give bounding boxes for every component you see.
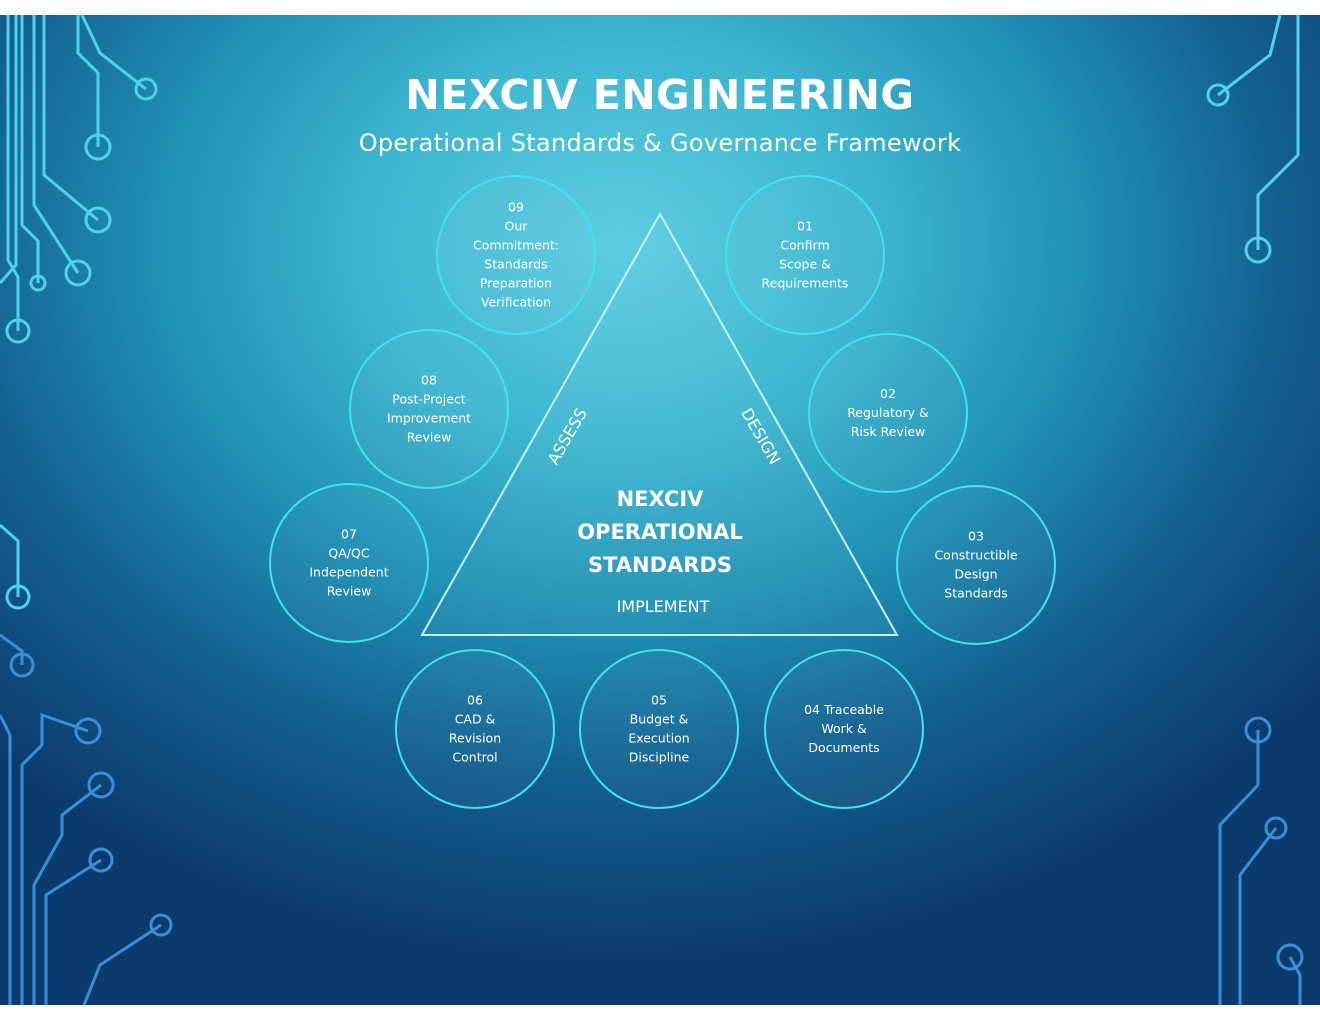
step-text-line: 06 (467, 693, 483, 708)
step-text-line: Review (327, 584, 372, 599)
step-text-line: Independent (309, 565, 388, 580)
step-text-line: 08 (421, 373, 437, 388)
step-text-line: Confirm (780, 238, 829, 253)
step-text-line: Risk Review (851, 424, 925, 439)
step-text-line: Discipline (629, 750, 690, 765)
step-text-line: Requirements (762, 276, 849, 291)
step-circle (350, 330, 508, 488)
step-text-line: Constructible (934, 548, 1017, 563)
step-text-line: 07 (341, 527, 357, 542)
step-text-line: 01 (797, 219, 813, 234)
step-text-line: 02 (880, 386, 896, 401)
center-title-line-3: STANDARDS (588, 553, 732, 577)
step-text-line: 09 (508, 200, 524, 215)
governance-diagram: ASSESS DESIGN NEXCIV OPERATIONAL STANDAR… (0, 15, 1320, 1005)
center-title-line-2: OPERATIONAL (577, 520, 743, 544)
step-text-line: Work & (821, 721, 867, 736)
step-circle (270, 484, 428, 642)
step-text-line: Design (954, 567, 997, 582)
step-text-line: 05 (651, 693, 667, 708)
step-text-line: QA/QC (328, 546, 369, 561)
step-text-line: Revision (449, 731, 501, 746)
step-text-line: Standards (484, 257, 547, 272)
step-circle (897, 486, 1055, 644)
step-text-line: Control (452, 750, 497, 765)
step-text-line: Standards (944, 586, 1007, 601)
step-circle (396, 650, 554, 808)
step-text-line: Our (505, 219, 529, 234)
step-text-line: Preparation (480, 276, 552, 291)
step-text-line: 03 (968, 529, 984, 544)
step-text-line: 04 Traceable (804, 702, 884, 717)
step-text-line: Verification (481, 295, 551, 310)
center-title-line-1: NEXCIV (617, 487, 705, 511)
step-text-line: CAD & (455, 712, 496, 727)
step-text-line: Execution (628, 731, 689, 746)
step-text-line: Documents (808, 740, 879, 755)
step-text-line: Improvement (387, 411, 471, 426)
step-text-line: Commitment: (473, 238, 559, 253)
step-circle (580, 650, 738, 808)
triangle-label-implement: IMPLEMENT (617, 597, 710, 616)
step-text-line: Scope & (779, 257, 831, 272)
slide-background: NEXCIV ENGINEERING Operational Standards… (0, 15, 1320, 1005)
step-text-line: Review (407, 430, 452, 445)
step-text-line: Regulatory & (847, 405, 929, 420)
step-text-line: Budget & (630, 712, 689, 727)
step-circle (726, 176, 884, 334)
step-text-line: Post-Project (392, 392, 466, 407)
